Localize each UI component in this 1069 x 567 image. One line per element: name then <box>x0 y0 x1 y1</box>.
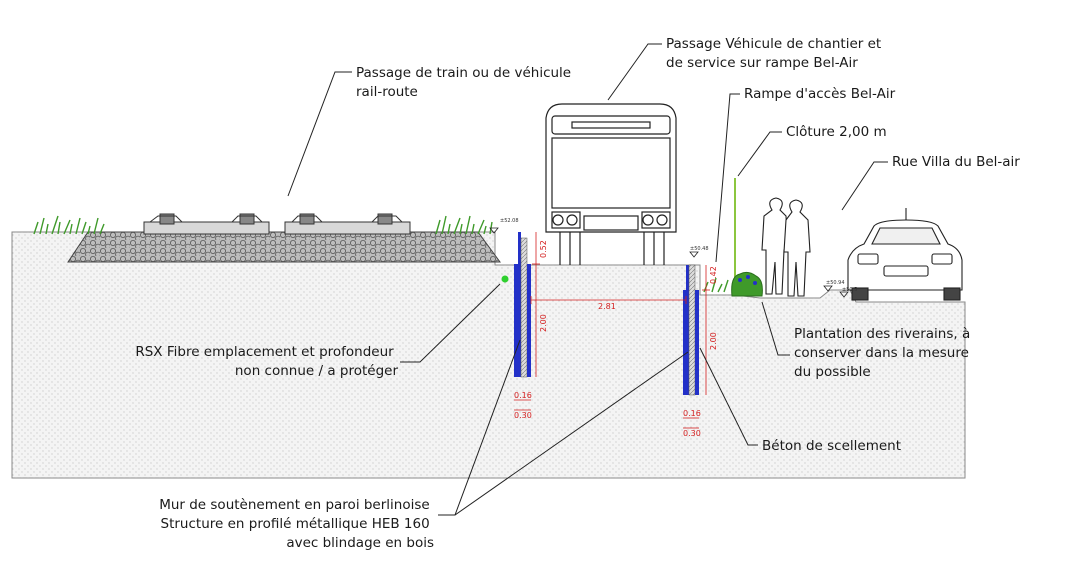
grass-right <box>435 215 493 235</box>
left-berlin-wall <box>514 232 531 378</box>
level-mid: ±50.48 <box>690 246 709 252</box>
truck <box>545 103 677 265</box>
leader-lines <box>287 43 888 516</box>
label-vehicule-line1: Passage Véhicule de chantier et <box>666 36 881 52</box>
fibre-marker <box>501 275 509 283</box>
dim-left-w2: 0.30 <box>514 411 532 420</box>
dim-between: 2.81 <box>598 302 616 311</box>
label-rampe: Rampe d'accès Bel-Air <box>744 86 896 102</box>
label-vehicule: Passage Véhicule de chantier et de servi… <box>666 36 886 71</box>
label-rue: Rue Villa du Bel-air <box>892 154 1020 170</box>
label-plantation-line2: conserver dans la mesure <box>794 345 969 361</box>
label-train: Passage de train ou de véhicule rail-rou… <box>356 65 575 100</box>
label-rsx-line2: non connue / a protéger <box>235 363 399 379</box>
car <box>847 208 963 301</box>
label-train-line1: Passage de train ou de véhicule <box>356 65 571 81</box>
label-plantation: Plantation des riverains, à conserver da… <box>794 326 975 380</box>
label-vehicule-line2: de service sur rampe Bel-Air <box>666 55 858 71</box>
dimension-lines <box>514 232 710 429</box>
label-mur-line2: Structure en profilé métallique HEB 160 <box>161 516 430 532</box>
dim-right-w2: 0.30 <box>683 429 701 438</box>
dim-left-top: 0.52 <box>539 240 548 258</box>
label-train-line2: rail-route <box>356 84 418 100</box>
rail-sleepers <box>143 213 411 235</box>
level-markers <box>489 227 849 298</box>
label-rsx: RSX Fibre emplacement et profondeur non … <box>135 344 398 379</box>
dim-left-w1: 0.16 <box>514 391 532 400</box>
level-road2: ±50.5 <box>842 287 857 293</box>
rail-ballast <box>67 231 501 263</box>
label-rsx-line1: RSX Fibre emplacement et profondeur <box>135 344 394 360</box>
right-berlin-wall <box>683 264 699 396</box>
grass-left <box>33 215 105 235</box>
people <box>761 197 811 297</box>
dim-right-w1: 0.16 <box>683 409 701 418</box>
label-mur-line3: avec blindage en bois <box>286 535 434 551</box>
label-mur-line1: Mur de soutènement en paroi berlinoise <box>159 497 430 513</box>
label-beton: Béton de scellement <box>762 438 901 454</box>
level-top: ±52.08 <box>500 218 519 224</box>
dim-left-depth: 2.00 <box>539 314 548 332</box>
dim-right-top: 0.42 <box>709 266 718 284</box>
label-cloture: Clôture 2,00 m <box>786 124 887 140</box>
dim-right-depth: 2.00 <box>709 332 718 350</box>
label-mur: Mur de soutènement en paroi berlinoise S… <box>159 497 434 551</box>
label-plantation-line3: du possible <box>794 364 871 380</box>
label-plantation-line1: Plantation des riverains, à <box>794 326 970 342</box>
level-road1: ±50.94 <box>826 280 845 286</box>
